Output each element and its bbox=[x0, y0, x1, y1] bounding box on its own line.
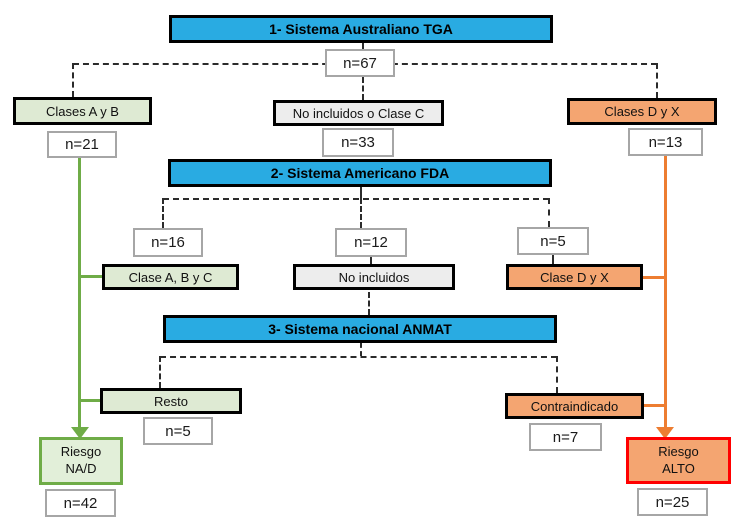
connector-tga-center-stub bbox=[362, 77, 364, 100]
header-anmat: 3- Sistema nacional ANMAT bbox=[163, 315, 557, 343]
count-fda-noinc: n=12 bbox=[335, 228, 407, 257]
connector-noinc-tick bbox=[370, 256, 372, 264]
count-fda-dx: n=5 bbox=[517, 227, 589, 255]
connector-anmat-top-tick bbox=[368, 292, 370, 315]
orange-connector-dx bbox=[643, 276, 666, 279]
outcome-riesgo-nad: Riesgo NA/D bbox=[39, 437, 123, 485]
count-fda-abc: n=16 bbox=[133, 228, 203, 257]
category-clases-d-y-x: Clases D y X bbox=[567, 98, 717, 125]
outcome-riesgo-nad-line1: Riesgo bbox=[60, 444, 102, 460]
count-total: n=67 bbox=[325, 49, 395, 77]
outcome-riesgo-alto-line2: ALTO bbox=[662, 460, 695, 476]
green-connector-abc bbox=[78, 275, 102, 278]
green-connector-resto bbox=[78, 399, 100, 402]
category-no-incluidos: No incluidos bbox=[293, 264, 455, 290]
count-riesgo-alto: n=25 bbox=[637, 488, 708, 516]
category-resto: Resto bbox=[100, 388, 242, 414]
count-tga-dx: n=13 bbox=[628, 128, 703, 156]
connector-tga-left-stub bbox=[72, 63, 74, 97]
category-clases-a-y-b: Clases A y B bbox=[13, 97, 152, 125]
outcome-riesgo-nad-line2: NA/D bbox=[65, 461, 97, 476]
green-path-line bbox=[78, 157, 81, 429]
count-tga-ab: n=21 bbox=[47, 131, 117, 158]
orange-connector-contra bbox=[644, 404, 666, 407]
connector-fda-branch bbox=[163, 198, 549, 200]
connector-tga-right-stub bbox=[656, 63, 658, 98]
outcome-riesgo-alto: Riesgo ALTO bbox=[626, 437, 731, 484]
count-riesgo-nad: n=42 bbox=[45, 489, 116, 517]
count-anmat-contra: n=7 bbox=[529, 423, 602, 451]
orange-arrow-down-icon bbox=[656, 427, 674, 439]
category-clase-a-b-y-c: Clase A, B y C bbox=[102, 264, 239, 290]
green-arrow-down-icon bbox=[71, 427, 89, 439]
orange-path-line bbox=[664, 156, 667, 429]
connector-dx-tick bbox=[552, 255, 554, 264]
header-fda: 2- Sistema Americano FDA bbox=[168, 159, 552, 187]
connector-fda-center-stub bbox=[360, 198, 362, 228]
count-tga-noinc: n=33 bbox=[322, 128, 394, 157]
connector-fda-left-stub bbox=[162, 198, 164, 228]
connector-fda-right-stub bbox=[548, 198, 550, 227]
category-contraindicado: Contraindicado bbox=[505, 393, 644, 419]
connector-fda-top-tick bbox=[360, 187, 362, 199]
category-no-incluidos-o-clase-c: No incluidos o Clase C bbox=[273, 100, 444, 126]
connector-anmat-right-stub bbox=[556, 356, 558, 393]
connector-anmat-bottom-tick bbox=[360, 343, 362, 356]
connector-anmat-branch bbox=[160, 356, 557, 358]
header-tga: 1- Sistema Australiano TGA bbox=[169, 15, 553, 43]
count-anmat-resto: n=5 bbox=[143, 417, 213, 445]
category-clase-d-y-x: Clase D y X bbox=[506, 264, 643, 290]
connector-anmat-left-stub bbox=[159, 356, 161, 388]
connector-tga-top-tick bbox=[362, 39, 364, 50]
outcome-riesgo-alto-line1: Riesgo bbox=[658, 443, 699, 459]
